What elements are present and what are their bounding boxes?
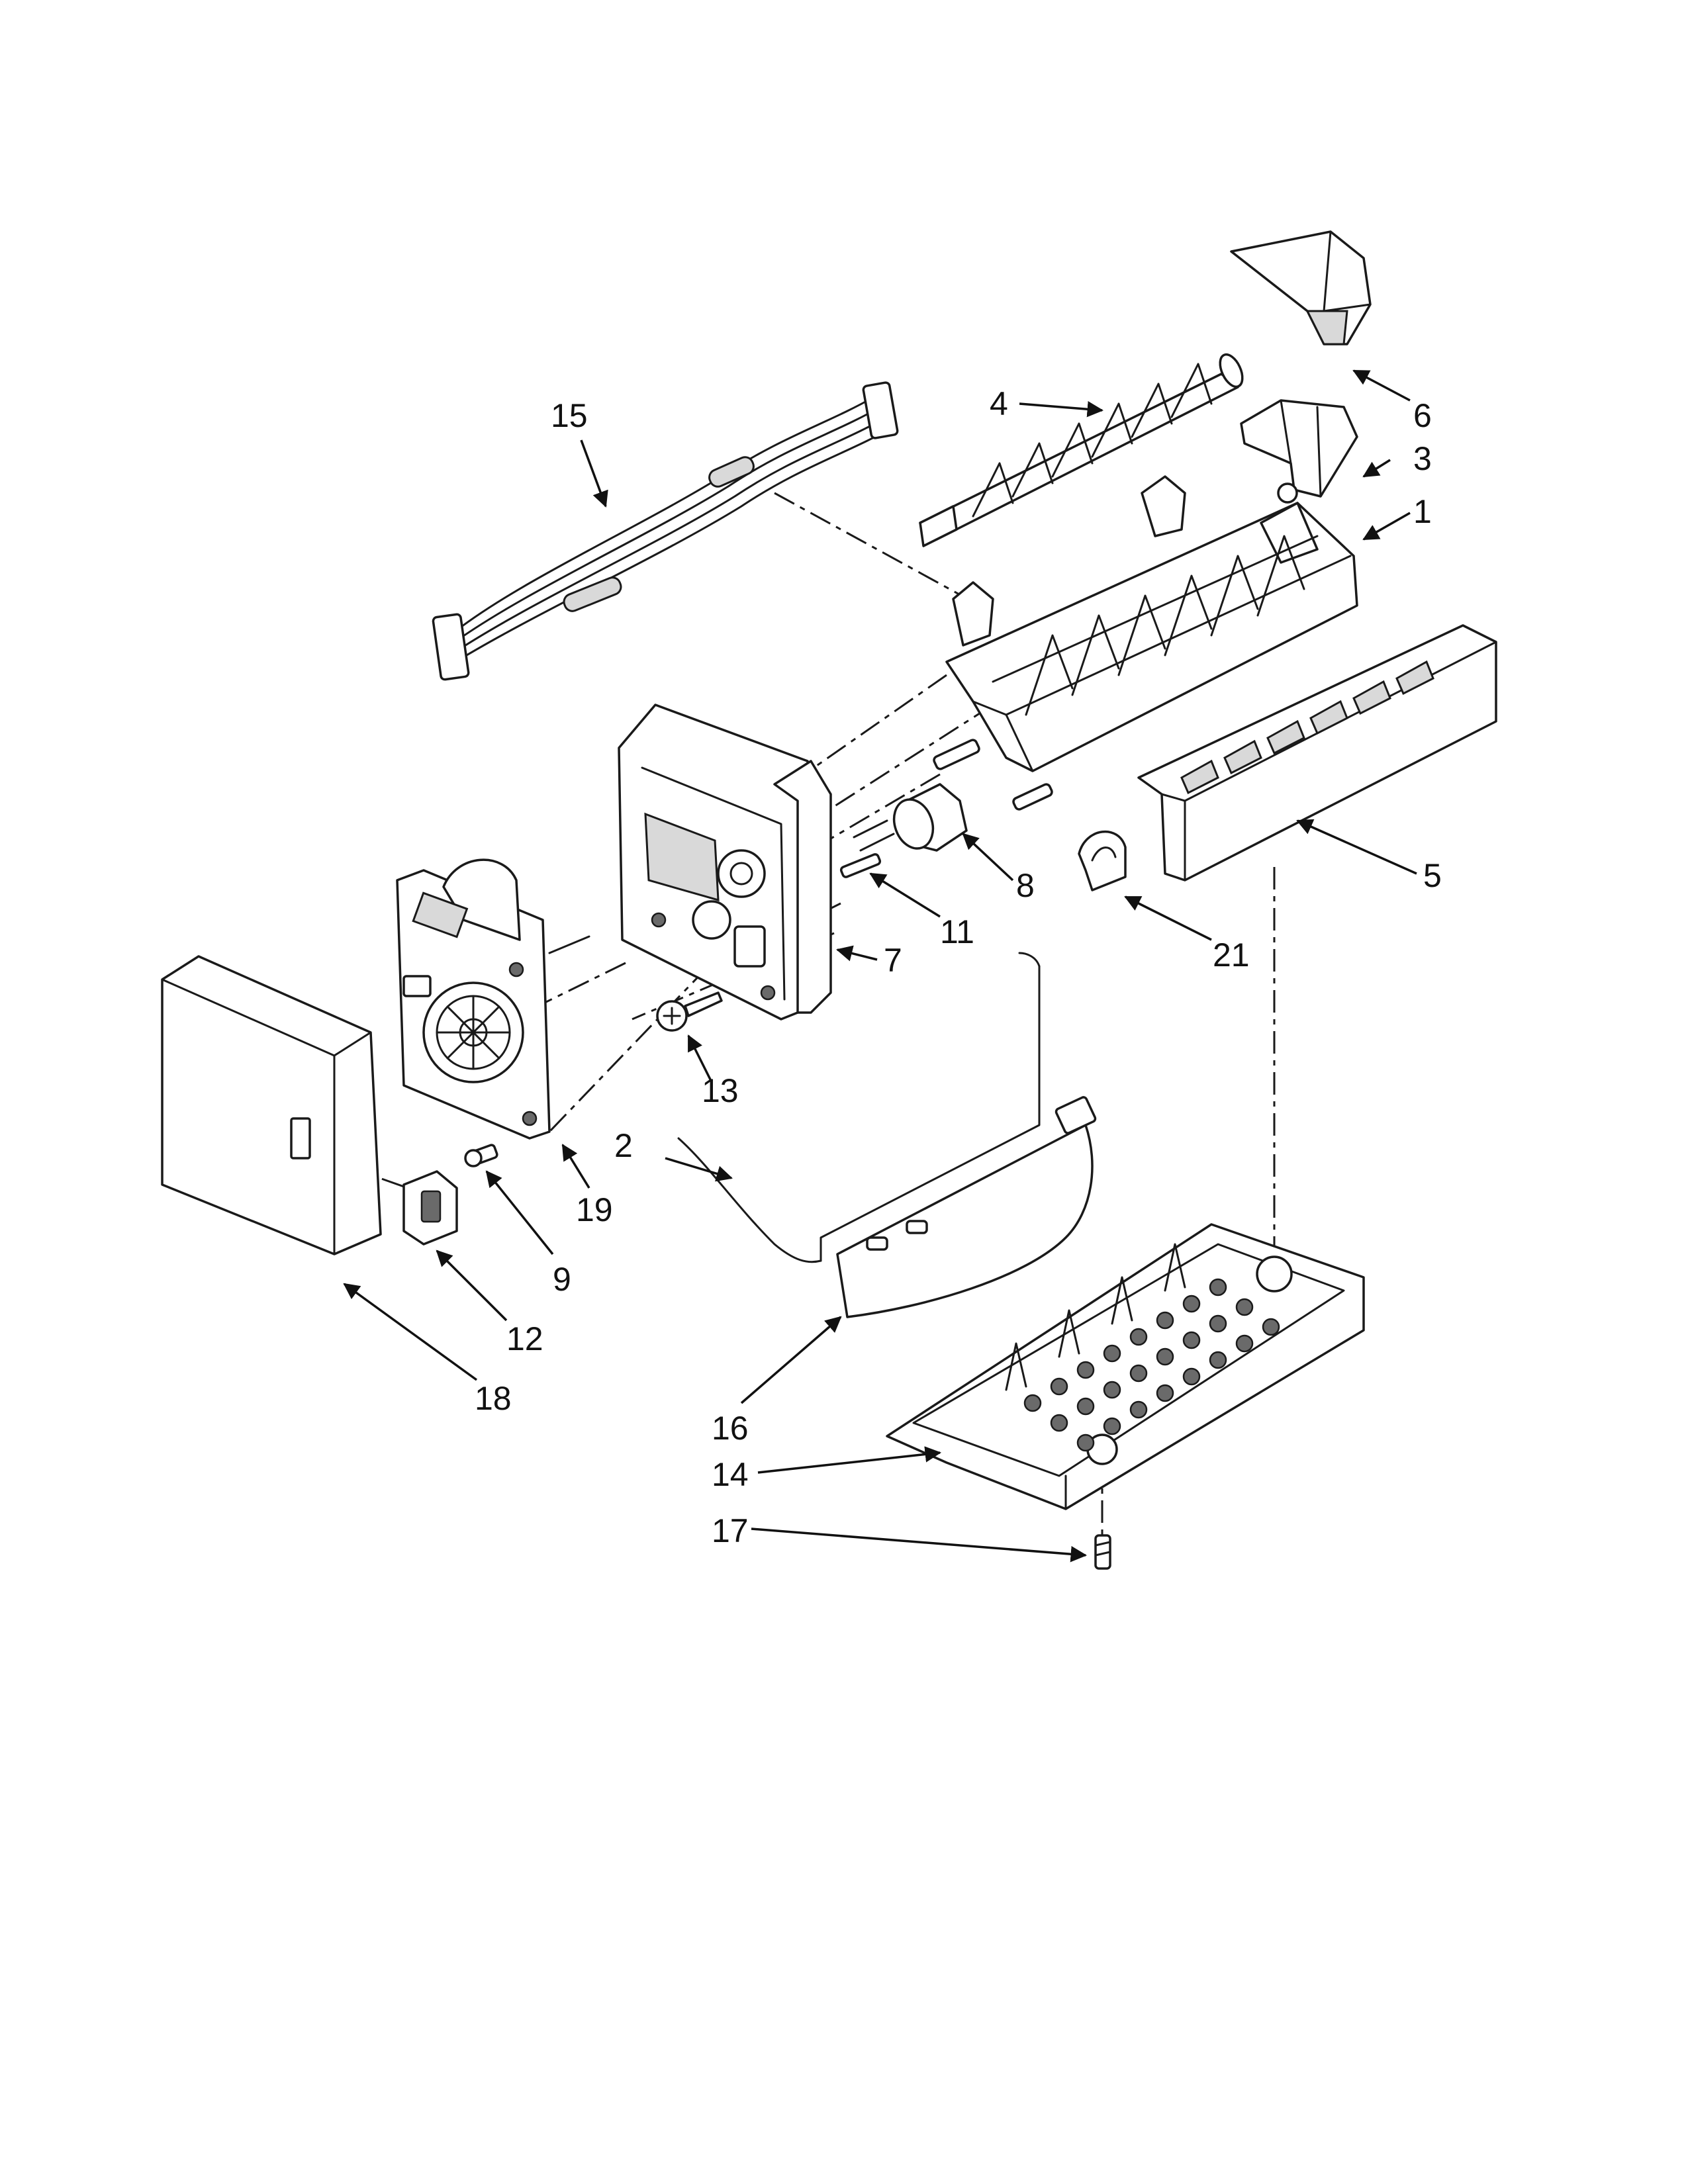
callout-4: 4 — [990, 385, 1008, 422]
callout-6: 6 — [1413, 397, 1432, 434]
fill-cup-funnel — [1230, 230, 1372, 345]
cover — [161, 955, 382, 1255]
callout-18: 18 — [475, 1380, 512, 1417]
shut-off-arm — [677, 952, 1041, 1263]
callout-5: 5 — [1423, 857, 1442, 894]
callout-2: 2 — [614, 1127, 633, 1164]
callout-17: 17 — [712, 1512, 749, 1549]
ice-rake-tray — [886, 1223, 1365, 1510]
clip — [1078, 830, 1127, 891]
callout-labels: 15 4 6 3 1 5 8 11 7 21 13 2 19 9 12 18 1… — [475, 385, 1442, 1549]
switch — [402, 1170, 458, 1246]
thermostat — [853, 783, 968, 852]
stripper — [1137, 624, 1497, 882]
callout-19: 19 — [576, 1191, 613, 1228]
screw — [656, 991, 723, 1032]
callout-15: 15 — [551, 397, 588, 434]
module-housing — [618, 704, 832, 1021]
screw — [464, 1144, 498, 1167]
pin — [839, 739, 1053, 878]
callout-16: 16 — [712, 1410, 749, 1447]
wire-harness — [432, 381, 899, 681]
screw — [1094, 1534, 1111, 1570]
callout-9: 9 — [553, 1261, 571, 1298]
motor-module — [396, 858, 590, 1140]
leader-lines — [343, 369, 1417, 1563]
ejector — [919, 353, 1244, 547]
callout-7: 7 — [884, 942, 902, 979]
ice-mold — [945, 475, 1358, 772]
callout-3: 3 — [1413, 440, 1432, 477]
shut-off-bail — [836, 1096, 1097, 1318]
callout-13: 13 — [702, 1072, 739, 1109]
callout-14: 14 — [712, 1456, 749, 1493]
callout-1: 1 — [1413, 493, 1432, 530]
callout-12: 12 — [506, 1320, 543, 1357]
callout-21: 21 — [1213, 936, 1250, 974]
callout-11: 11 — [940, 913, 974, 950]
fill-cup — [1240, 399, 1358, 504]
callout-8: 8 — [1016, 867, 1035, 904]
